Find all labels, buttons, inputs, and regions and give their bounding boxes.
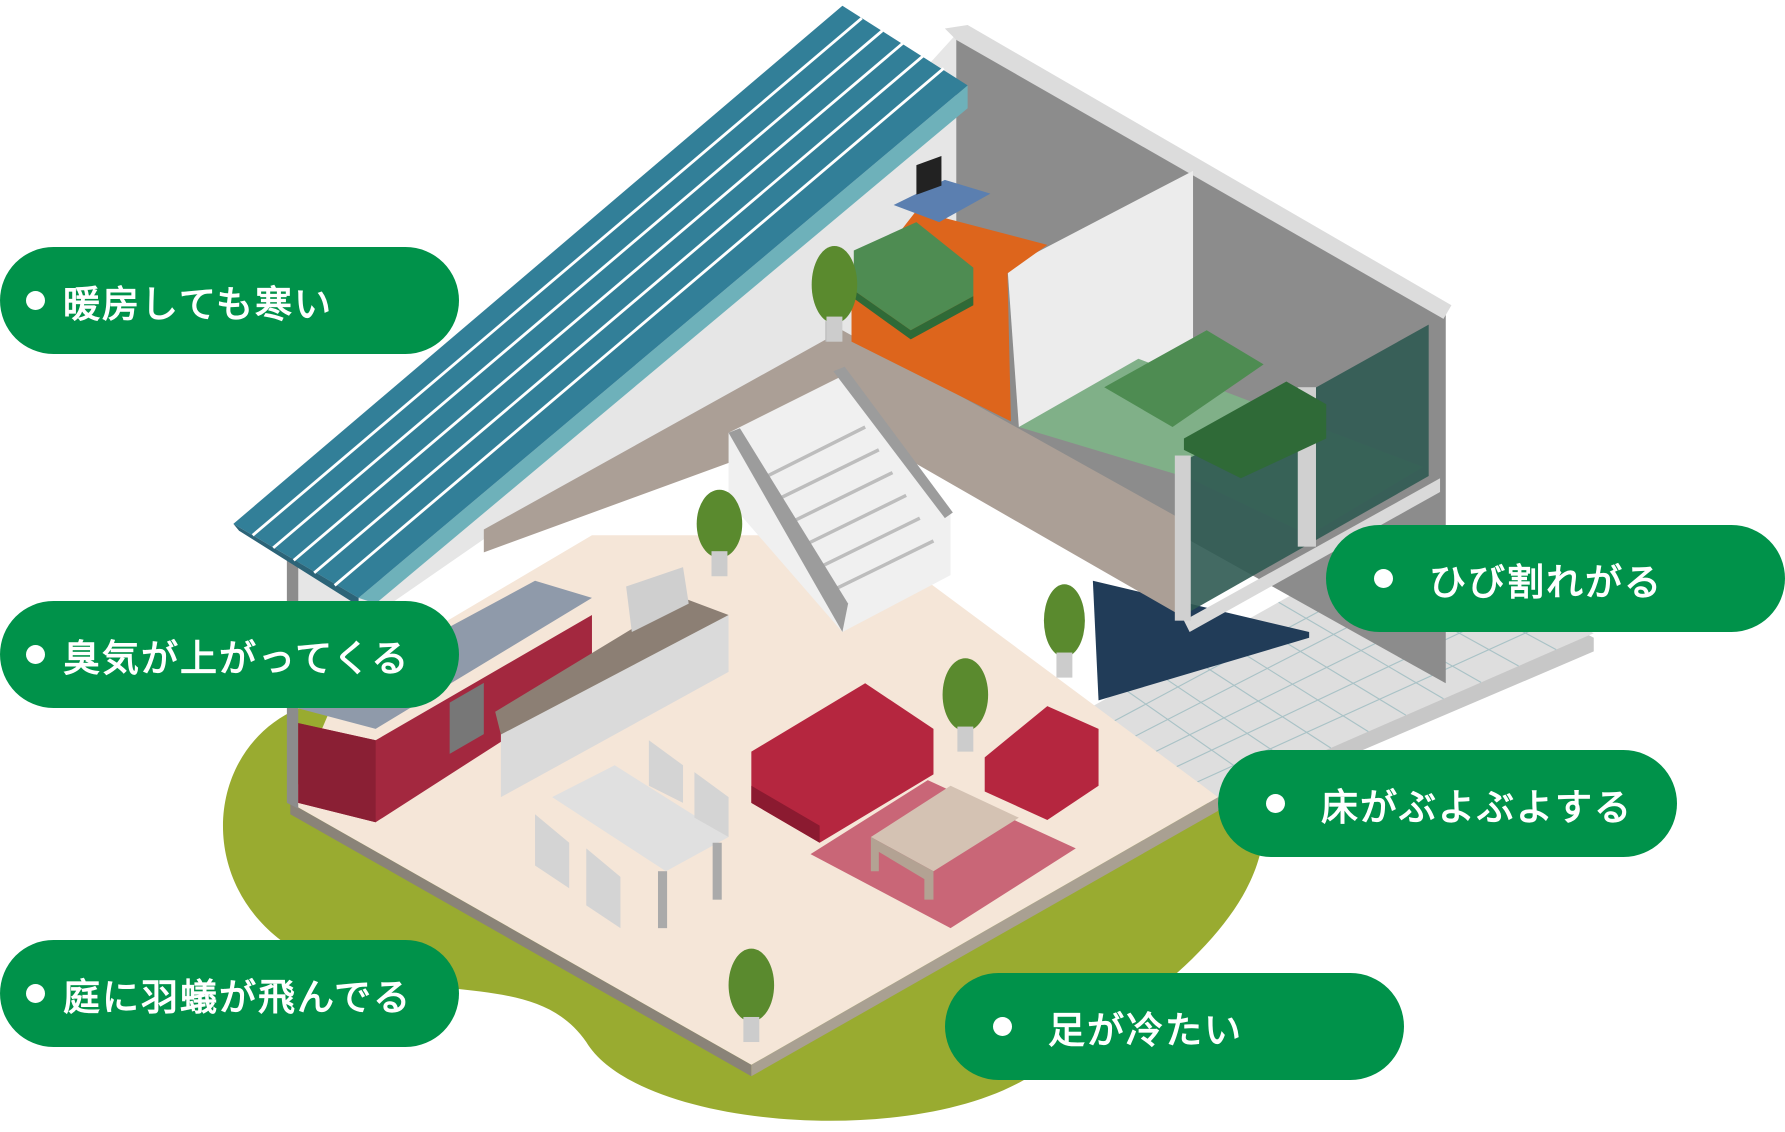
label-text: 足が冷たい: [1048, 1007, 1243, 1052]
issue-label-odor: 臭気が上がってくる: [0, 601, 459, 708]
roof: [233, 5, 968, 598]
issue-label-soft-floor: 床がぶよぶよする: [1218, 750, 1677, 857]
roof-lines: [251, 17, 945, 587]
coffee-table: [870, 785, 1019, 872]
dining-chairs: [535, 740, 729, 929]
bed: [1104, 330, 1264, 428]
bed: [853, 222, 974, 331]
label-text: 床がぶよぶよする: [1321, 784, 1633, 829]
ground-floor-window: [1092, 580, 1310, 701]
desk: [893, 179, 991, 223]
label-text: 臭気が上がってくる: [63, 635, 411, 680]
staircase: [728, 375, 951, 633]
issue-label-termites: 庭に羽蟻が飛んでる: [0, 940, 459, 1047]
bullet-icon: [993, 1017, 1012, 1036]
bullet-icon: [1374, 569, 1393, 588]
issue-label-cold-feet: 足が冷たい: [945, 973, 1404, 1080]
label-text: ひび割れがる: [1429, 559, 1663, 604]
dining-table: [552, 765, 729, 872]
sofa: [751, 683, 934, 843]
issue-label-heating-cold: 暖房しても寒い: [0, 247, 459, 354]
bullet-icon: [1266, 794, 1285, 813]
ground-floor-edge: [290, 802, 752, 1077]
potted-trees: [696, 245, 1085, 1043]
label-text: 庭に羽蟻が飛んでる: [63, 974, 413, 1019]
label-text: 暖房しても寒い: [63, 281, 334, 326]
bed: [1183, 381, 1327, 479]
armchair: [984, 706, 1099, 820]
bullet-icon: [26, 291, 45, 310]
bar-counter: [500, 614, 729, 798]
issue-label-cracks: ひび割れがる: [1326, 525, 1785, 632]
bullet-icon: [26, 984, 45, 1003]
bullet-icon: [26, 645, 45, 664]
